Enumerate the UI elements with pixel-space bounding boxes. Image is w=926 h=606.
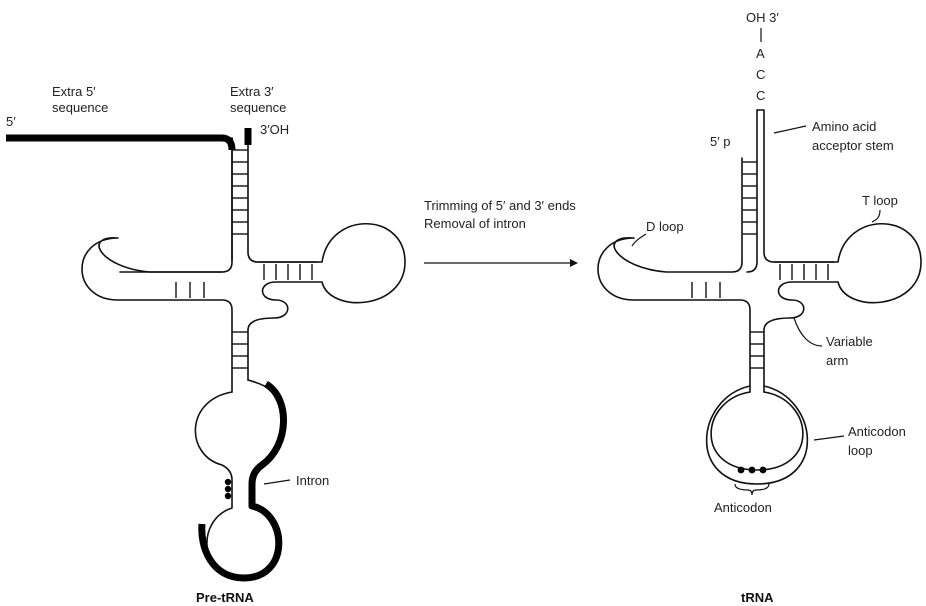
intron-label: Intron bbox=[296, 473, 329, 488]
extra5-label-line2: sequence bbox=[52, 100, 108, 115]
process-line1: Trimming of 5′ and 3′ ends bbox=[424, 198, 576, 213]
variable-leader-line bbox=[794, 318, 822, 346]
extra5-label-line1: Extra 5′ bbox=[52, 84, 96, 99]
end5-label: 5′ bbox=[6, 114, 16, 129]
pre-trna-caption: Pre-tRNA bbox=[196, 590, 254, 605]
pre-acceptor-rungs bbox=[232, 150, 248, 234]
variable-line1: Variable bbox=[826, 334, 873, 349]
d-loop-label: D loop bbox=[646, 219, 684, 234]
anticodon-loop-leader-line bbox=[814, 436, 844, 440]
pre-anticodon-stem-rungs bbox=[232, 332, 248, 368]
acc-base-a: A bbox=[756, 46, 765, 61]
intron-strand bbox=[202, 384, 284, 578]
acc-base-c2: C bbox=[756, 88, 765, 103]
extra3-label-line2: sequence bbox=[230, 100, 286, 115]
t-stem-rungs bbox=[780, 264, 828, 280]
d-loop-leader-line bbox=[632, 234, 646, 246]
acceptor-line2: acceptor stem bbox=[812, 138, 894, 153]
acc-base-c1: C bbox=[756, 67, 765, 82]
anticodon-loop-line2: loop bbox=[848, 443, 873, 458]
trna-caption: tRNA bbox=[741, 590, 774, 605]
anticodon-loop-line1: Anticodon bbox=[848, 424, 906, 439]
variable-line2: arm bbox=[826, 353, 848, 368]
t-loop-label: T loop bbox=[862, 193, 898, 208]
process-line2: Removal of intron bbox=[424, 216, 526, 231]
extra3-label-line1: Extra 3′ bbox=[230, 84, 274, 99]
pre-trna-structure bbox=[6, 128, 405, 578]
intron-leader-line bbox=[264, 480, 290, 484]
end3-label: 3′OH bbox=[260, 122, 289, 137]
pre-t-stem-rungs bbox=[264, 264, 312, 280]
d-stem-rungs bbox=[692, 282, 720, 298]
anticodon-dots bbox=[738, 467, 767, 474]
anticodon-loop bbox=[711, 392, 803, 470]
oh3-label: OH 3′ bbox=[746, 10, 779, 25]
pre-d-loop bbox=[82, 238, 232, 392]
pre-anticodon-dots bbox=[225, 479, 231, 499]
arrow-head-icon bbox=[570, 259, 578, 267]
acceptor-rungs bbox=[742, 162, 757, 234]
extra-5-sequence bbox=[6, 138, 232, 150]
acceptor-leader-line bbox=[774, 126, 806, 133]
anticodon-stem-rungs bbox=[750, 332, 764, 368]
anticodon-label: Anticodon bbox=[714, 500, 772, 515]
end5p-label: 5′ p bbox=[710, 134, 731, 149]
pre-t-loop bbox=[248, 224, 405, 380]
pre-d-stem-rungs bbox=[176, 282, 204, 298]
t-loop-leader-line bbox=[872, 210, 880, 222]
acceptor-line1: Amino acid bbox=[812, 119, 876, 134]
anticodon-brace bbox=[735, 484, 769, 495]
d-loop bbox=[598, 238, 750, 392]
